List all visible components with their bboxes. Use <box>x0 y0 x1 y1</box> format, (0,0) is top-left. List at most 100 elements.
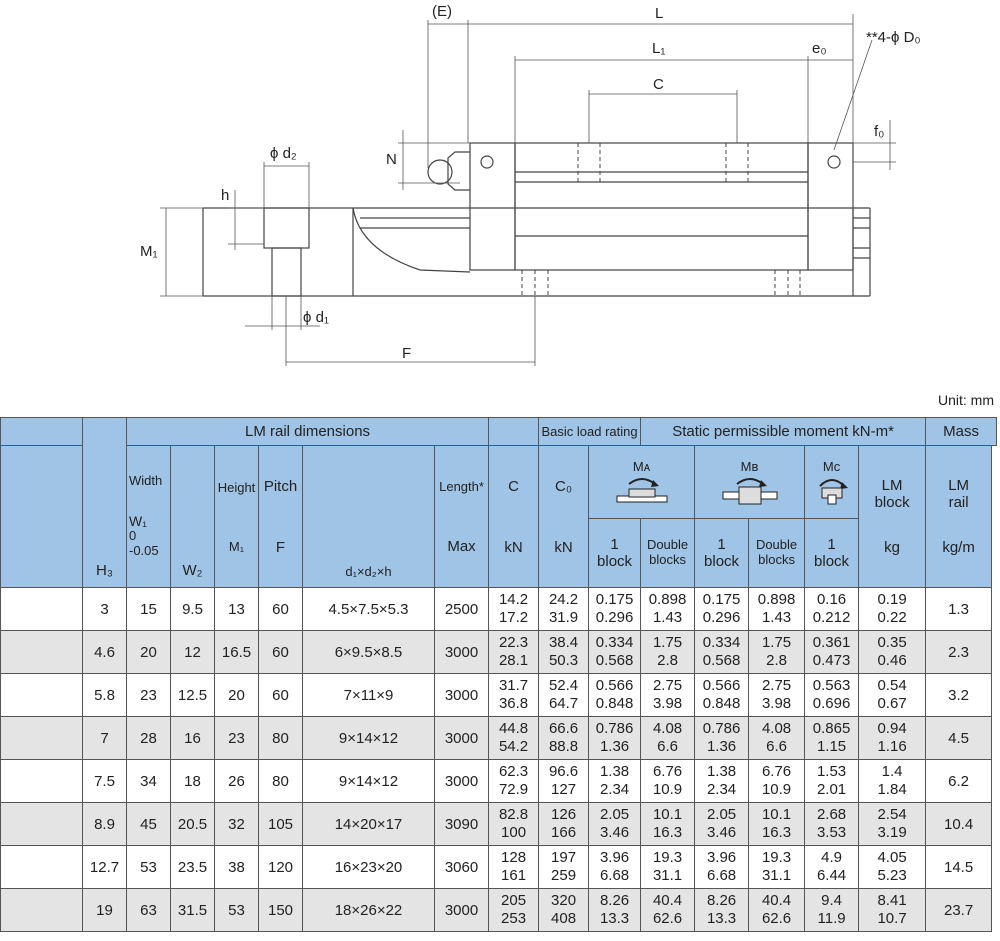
m1-header: Height M₁ <box>214 445 259 588</box>
label-e0: e₀ <box>812 40 827 57</box>
cell-value: 0.568 <box>595 652 634 669</box>
cell-value: 0.898 <box>757 591 796 608</box>
cell-value: 88.8 <box>548 738 579 755</box>
basic-load-rating-header: Basic load rating <box>538 417 642 446</box>
cell-value: 40.4 <box>761 892 792 909</box>
cell-value: 62.6 <box>761 910 792 927</box>
cell-value: 1.43 <box>761 609 792 626</box>
cell-value: 31.1 <box>652 867 683 884</box>
technical-drawing: (E) L L₁ e₀ **4-ϕ D₀ C f₀ N ϕ d₂ h M₁ ϕ … <box>140 3 921 366</box>
label-C: C <box>653 76 664 93</box>
label-N: N <box>386 151 397 168</box>
cell-rail-mass: 14.5 <box>925 845 993 889</box>
cell-value: 1.84 <box>877 781 907 798</box>
cell-value: 8.26 <box>599 892 630 909</box>
cell-d: 7×11×9 <box>302 673 435 717</box>
unit-label: Unit: mm <box>938 392 994 408</box>
cell-m1: 26 <box>214 759 259 803</box>
cell-value: 0.865 <box>812 720 851 737</box>
cell-w1: 15 <box>126 587 171 631</box>
cell-value: 5.23 <box>877 867 907 884</box>
cell-m1: 38 <box>214 845 259 889</box>
cell-d: 9×14×12 <box>302 716 435 760</box>
label-h: h <box>221 187 229 204</box>
cell-h3: 19 <box>82 888 127 932</box>
blank-header <box>0 445 83 588</box>
cell-value: 3.46 <box>599 824 630 841</box>
cell-value: 31.7 <box>498 677 529 694</box>
cell-value: 11.9 <box>817 910 846 927</box>
cell-value: 1.38 <box>706 763 737 780</box>
cell-value: 19.3 <box>652 849 683 866</box>
cell-m1: 20 <box>214 673 259 717</box>
cell-value: 4.9 <box>821 849 842 866</box>
cell-value: 3.96 <box>706 849 737 866</box>
mb-double-header: Double blocks <box>748 518 806 588</box>
cell-w2: 12.5 <box>170 673 215 717</box>
cell-w2: 31.5 <box>170 888 215 932</box>
cell-h3: 5.8 <box>82 673 127 717</box>
cell-w2: 18 <box>170 759 215 803</box>
cell-value: 0.566 <box>702 677 741 694</box>
cell-max: 3090 <box>433 802 490 846</box>
cell-value: 1.16 <box>877 738 907 755</box>
cell-value: 14.2 <box>498 591 529 608</box>
cell-value: 1.53 <box>816 763 847 780</box>
cell-value: 166 <box>551 824 577 841</box>
cell-value: 0.175 <box>595 591 634 608</box>
cell-w2: 23.5 <box>170 845 215 889</box>
cell-value: 10.9 <box>652 781 683 798</box>
cell-value: 127 <box>551 781 577 798</box>
cell-value: 96.6 <box>548 763 579 780</box>
cell-value: 0.94 <box>877 720 907 737</box>
cell-max: 3000 <box>433 888 490 932</box>
cell-value: 10.7 <box>877 910 907 927</box>
cell-f: 60 <box>258 673 303 717</box>
cell-value: 2.05 <box>706 806 737 823</box>
cell-value: 0.296 <box>595 609 634 626</box>
cell-value: 3.19 <box>877 824 907 841</box>
cell-value: 0.786 <box>595 720 634 737</box>
cell-max: 3060 <box>433 845 490 889</box>
rail-end-view <box>202 207 354 297</box>
cell-value: 6.76 <box>652 763 683 780</box>
ma-moment-icon <box>616 477 668 502</box>
cell-h3: 7.5 <box>82 759 127 803</box>
cell-value: 1.75 <box>652 634 683 651</box>
cell-value: 2.54 <box>877 806 907 823</box>
mb-header: Mʙ <box>694 445 806 519</box>
cell-w2: 12 <box>170 630 215 674</box>
corner-cell <box>0 417 83 446</box>
row-blank-cell <box>0 673 83 717</box>
cell-value: 1.75 <box>761 634 792 651</box>
cell-h3: 7 <box>82 716 127 760</box>
c-header: C kN <box>488 445 540 588</box>
cell-m1: 16.5 <box>214 630 259 674</box>
cell-value: 4.08 <box>761 720 792 737</box>
cell-value: 0.22 <box>877 609 907 626</box>
cell-value: 0.848 <box>595 695 634 712</box>
mb-1block-header: 1 block <box>694 518 750 588</box>
cell-value: 259 <box>551 867 577 884</box>
cell-d: 4.5×7.5×5.3 <box>302 587 435 631</box>
cell-value: 2.34 <box>706 781 737 798</box>
